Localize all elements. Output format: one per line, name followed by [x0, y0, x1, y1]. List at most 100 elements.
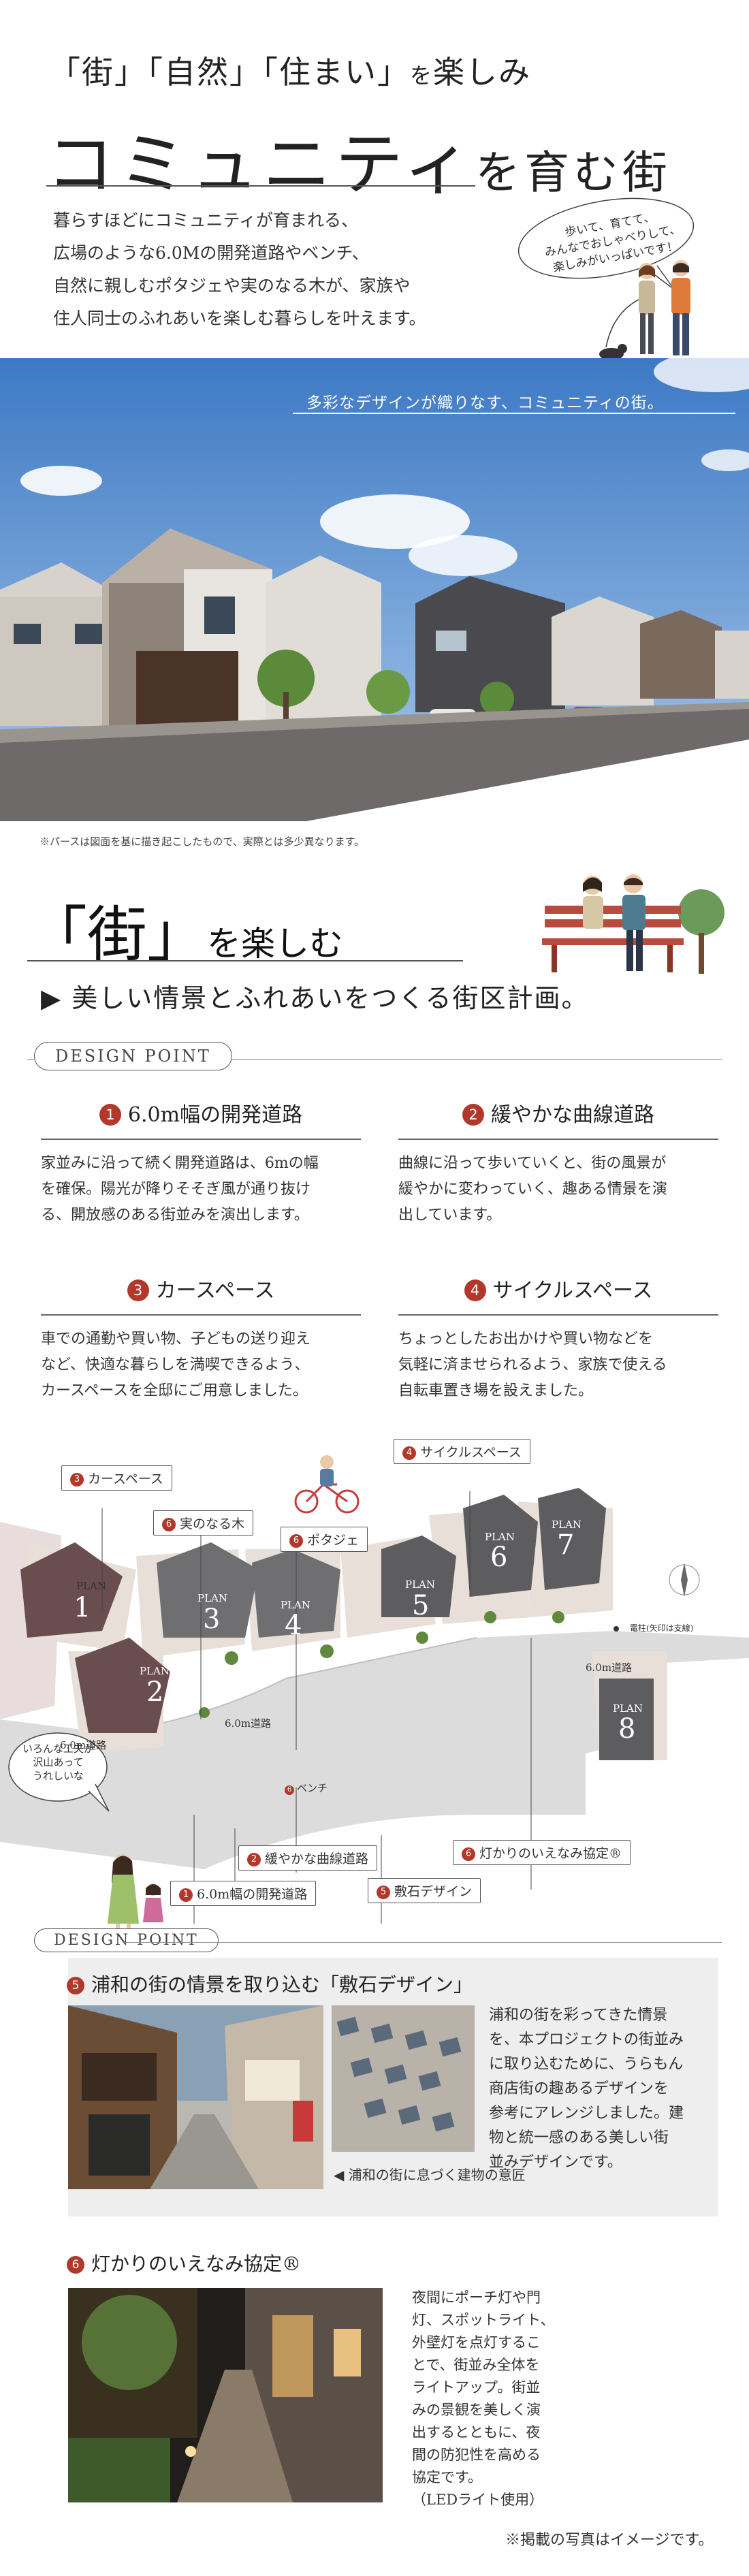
- section-title-machi-a: 「街」: [27, 900, 208, 970]
- speech-bubble: [517, 197, 695, 290]
- design-point-rule: [27, 1059, 722, 1060]
- map-label-number: 6: [289, 1534, 303, 1548]
- point-number: 4: [464, 1279, 486, 1301]
- paving-stone-photo: [332, 2005, 475, 2152]
- point-body: ちょっとしたお出かけや買い物などを 気軽に済ませられるよう、家族で使える 自転車…: [398, 1326, 718, 1404]
- map-label-text: カースペース: [88, 1472, 163, 1486]
- plan-number: 4: [285, 1610, 302, 1641]
- map-label-number: 6: [462, 1847, 475, 1861]
- map-label-text: 敷石デザイン: [394, 1884, 473, 1899]
- map-label-text: 緩やかな曲線道路: [265, 1851, 369, 1866]
- hero-sub-nature: 「自然」: [147, 54, 262, 91]
- point-body-line: など、快適な暮らしを満喫できるよう、: [41, 1356, 310, 1373]
- point-body: 家並みに沿って続く開発道路は、6mの幅 を確保。陽光が降りそそぎ風が通り抜け る…: [41, 1151, 361, 1228]
- plan-label: PLAN: [140, 1665, 170, 1677]
- hero-body-line: 暮らすほどにコミュニティが育まれる、: [53, 210, 359, 230]
- point-rule: [398, 1314, 718, 1316]
- plan-number: 7: [557, 1529, 575, 1561]
- hero-body-line: 自然に親しむポタジェや実のなる木が、家族や: [53, 276, 411, 296]
- plan-label: PLAN: [613, 1702, 643, 1715]
- hero-title-b: 育む街: [524, 146, 671, 199]
- plan-number: 1: [74, 1592, 91, 1623]
- map-label-text: 6.0m幅の開発道路: [197, 1887, 308, 1902]
- point-body-line: 自転車置き場を設えました。: [398, 1382, 594, 1399]
- point-number: 2: [462, 1104, 484, 1126]
- point-2: 2 緩やかな曲線道路 曲線に沿って歩いていくと、街の風景が 緩やかに変わっていく、…: [398, 1098, 718, 1228]
- plan-number: 2: [146, 1676, 164, 1708]
- rendering-caption-line: [293, 413, 735, 414]
- hero-sub-wo: を: [410, 63, 434, 89]
- section-title-text: 灯かりのいえなみ協定®: [91, 2253, 302, 2275]
- shopping-street-photo: [68, 2005, 323, 2189]
- plan-label: PLAN: [281, 1599, 311, 1611]
- point-title: サイクルスペース: [492, 1279, 653, 1303]
- point-body-line: 車での通勤や買い物、子どもの送り迎え: [41, 1331, 311, 1348]
- map-label-number: 4: [402, 1446, 416, 1460]
- map-label-curve: 2 緩やかな曲線道路: [238, 1845, 378, 1871]
- point-4: 4 サイクルスペース ちょっとしたお出かけや買い物などを 気軽に済ませられるよう、…: [398, 1273, 718, 1404]
- point-body-line: 曲線に沿って歩いていくと、街の風景が: [398, 1155, 667, 1172]
- section-6-body: 夜間にポーチ灯や門 灯、スポットライト、 外壁灯を点灯するこ とで、街並み全体を…: [412, 2289, 555, 2508]
- plan-label: PLAN: [197, 1592, 228, 1604]
- hero-divider: [46, 185, 475, 187]
- plan-label: PLAN: [485, 1531, 515, 1543]
- point-rule: [41, 1314, 361, 1316]
- section-title-machi: 「街」を楽しむ: [27, 887, 343, 973]
- plan-number: 3: [203, 1604, 221, 1635]
- point-body: 曲線に沿って歩いていくと、街の風景が 緩やかに変わっていく、趣ある情景を演 出し…: [398, 1151, 718, 1228]
- point-number: 1: [99, 1104, 121, 1126]
- section-5-body: 浦和の街を彩ってきた情景 を、本プロジェクトの街並み に取り込むために、うらもん…: [489, 2007, 684, 2171]
- map-label-number: 2: [247, 1853, 261, 1866]
- section-title-machi-b: を楽しむ: [207, 924, 344, 964]
- point-body-line: る、開放感のある街並みを演出します。: [41, 1207, 309, 1224]
- rendering-note: ※パースは図面を基に描き起こしたもので、実際とは多少異なります。: [39, 836, 365, 848]
- hero-body: 暮らすほどにコミュニティが育まれる、 広場のような6.0Mの開発道路やベンチ、 …: [53, 204, 489, 335]
- neighborhood-rendering-image: [0, 358, 749, 821]
- photo-note: ※掲載の写真はイメージです。: [505, 2532, 714, 2549]
- hero-sub-tail: 楽しみ: [433, 54, 532, 91]
- map-label-number: 1: [179, 1888, 193, 1902]
- road-label-west: 6.0m道路: [60, 1739, 107, 1751]
- point-title: 6.0m幅の開発道路: [127, 1103, 303, 1127]
- design-point-rule-2: [123, 1942, 722, 1943]
- map-label-text: サイクルスペース: [420, 1445, 522, 1460]
- point-body-line: 出しています。: [398, 1207, 502, 1224]
- point-title: カースペース: [155, 1279, 275, 1303]
- point-body-line: ちょっとしたお出かけや買い物などを: [398, 1331, 654, 1348]
- plan-number: 5: [412, 1590, 430, 1621]
- point-rule: [41, 1139, 361, 1140]
- hero-sub-street: 「街」: [49, 54, 147, 91]
- night-lighting-photo: [68, 2288, 383, 2502]
- design-point-badge-2: DESIGN POINT: [34, 1928, 219, 1952]
- point-body-line: 緩やかに変わっていく、趣ある情景を演: [398, 1181, 667, 1198]
- point-body-line: 気軽に済ませられるよう、家族で使える: [398, 1356, 667, 1373]
- road-label-east: 6.0m道路: [586, 1661, 633, 1674]
- point-body: 車での通勤や買い物、子どもの送り迎え など、快適な暮らしを満喫できるよう、 カー…: [41, 1326, 361, 1404]
- hero-sub-home: 「住まい」: [262, 54, 410, 91]
- hero-subtitle: 「街」「自然」「住まい」を楽しみ: [49, 48, 531, 93]
- map-label-road6: 1 6.0m幅の開発道路: [170, 1881, 317, 1906]
- plan-label: PLAN: [405, 1578, 436, 1591]
- section-number: 6: [67, 2256, 84, 2274]
- bench-couple-illustration: [542, 874, 724, 974]
- hero-title: コミュニティを育む街: [46, 109, 671, 208]
- design-point-badge: DESIGN POINT: [34, 1042, 232, 1070]
- map-label-text: 実のなる木: [180, 1516, 245, 1531]
- point-rule: [398, 1139, 718, 1140]
- map-label-cycle: 4 サイクルスペース: [394, 1439, 530, 1464]
- section-title-divider: [27, 960, 463, 961]
- section-title-text: 浦和の街の情景を取り込む「敷石デザイン」: [91, 1973, 473, 1996]
- point-title: 緩やかな曲線道路: [491, 1103, 654, 1127]
- hero-title-a: コミュニティ: [46, 125, 475, 204]
- walking-couple-illustration: [599, 260, 690, 366]
- section-5-caption: ◀ 浦和の街に息づく建物の意匠: [334, 2167, 526, 2183]
- hero-body-line: 広場のような6.0Mの開発道路やベンチ、: [53, 243, 369, 263]
